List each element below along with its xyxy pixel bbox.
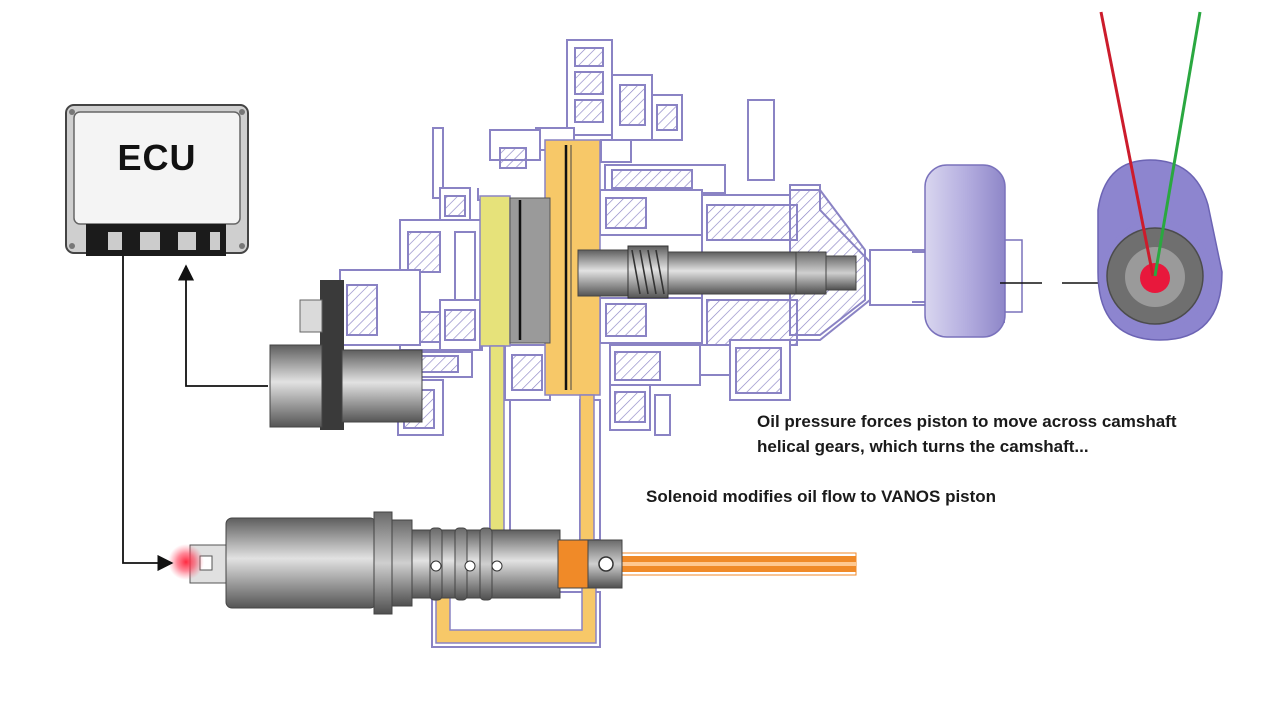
ecu-module-icon [65,104,249,256]
helical-gear [627,245,669,299]
piston-caption-line-2: helical gears, which turns the camshaft.… [757,437,1089,456]
piston-caption: Oil pressure forces piston to move acros… [757,409,1257,459]
solenoid-active-indicator [168,544,204,580]
oil-feed-line [569,552,857,576]
timing-pointers [1099,11,1202,277]
vanos-piston [509,145,631,390]
signal-arrow-icon [122,256,268,572]
vanos-housing [339,39,1005,648]
piston-caption-line-1: Oil pressure forces piston to move acros… [757,412,1177,431]
ecu-label: ECU [117,137,197,178]
solenoid-caption: Solenoid modifies oil flow to VANOS pist… [646,487,997,506]
camshaft-drive-shaft [667,251,857,295]
solenoid-valve-icon [189,511,623,615]
camshaft-wheel [924,164,1023,338]
cam-sensor-icon [269,280,423,430]
